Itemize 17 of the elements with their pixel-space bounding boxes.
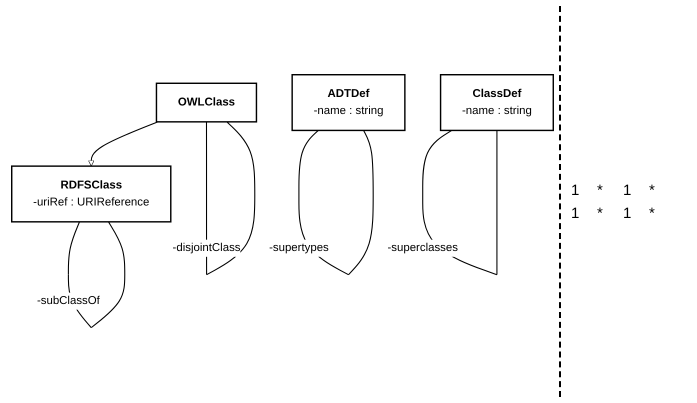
multiplicity-label: * — [597, 204, 604, 222]
edge-label: -disjointClass — [172, 242, 240, 254]
multiplicity-label: * — [597, 182, 604, 198]
multiplicity-label: 1 — [571, 204, 580, 222]
node-box: ADTDef -name : string — [291, 74, 406, 132]
edge-label: -supertypes — [269, 242, 329, 254]
edge-label: -subClassOf — [36, 295, 100, 308]
multiplicity-label: * — [649, 204, 656, 222]
multiplicity-label: 1 — [571, 182, 580, 198]
node-box: RDFSClass -uriRef : URIReference — [11, 166, 172, 223]
multiplicity-label: * — [649, 182, 656, 198]
node-box: OWLClass — [156, 82, 258, 123]
arrow — [88, 122, 158, 167]
multiplicity-label: 1 — [623, 182, 632, 198]
edge-label: -superclasses — [387, 242, 458, 254]
node-box: ClassDef -name : string — [440, 74, 554, 132]
multiplicity-label: 1 — [623, 204, 632, 222]
